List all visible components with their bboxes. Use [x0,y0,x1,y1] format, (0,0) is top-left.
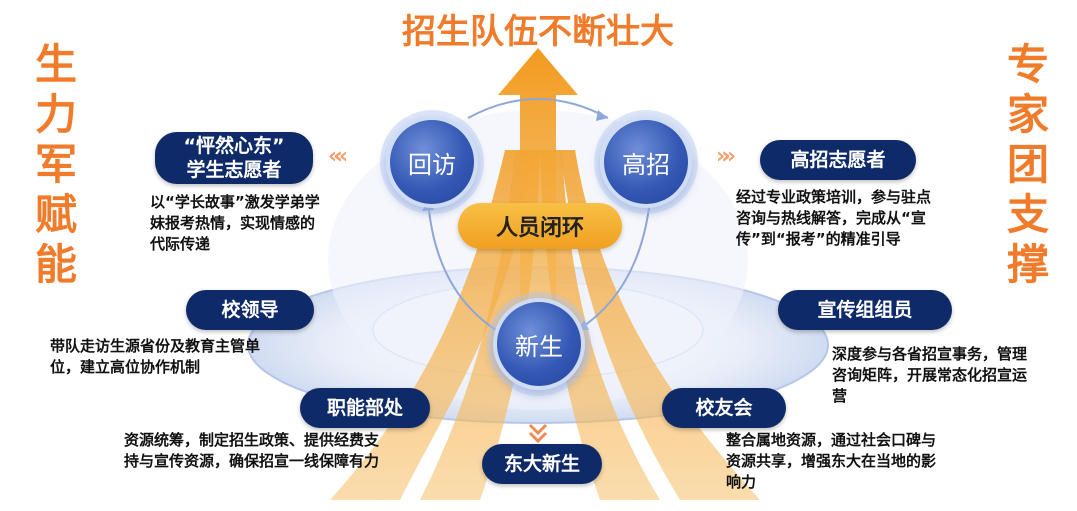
cycle-arc-top [467,98,609,119]
left-chevron-icon: « « [328,144,348,169]
desc-alumni: 整合属地资源，通过社会口碑与资源共享，增强东大在当地的影响力 [726,431,937,491]
cycle-arc-left [427,199,497,331]
pill-alumni: 校友会 [662,388,786,428]
node-visit-label: 回访 [408,150,456,179]
right-chevron-icon: » » [716,144,736,169]
desc-publicity-team: 深度参与各省招宣事务，管理咨询矩阵，开展常态化招宣运营 [832,345,1028,405]
desc-school-leaders: 带队走访生源省份及教育主管单位，建立高位协作机制 [50,337,261,376]
down-chevron-icon [528,423,548,444]
node-new: 新生 [493,298,585,390]
desc-student-volunteer: 以“学长故事”激发学弟学妹报考热情，实现情感的代际传递 [150,193,320,253]
pill-functional-dept: 职能部处 [300,388,430,428]
up-arrow [498,48,578,320]
pill-high-volunteer: 高招志愿者 [760,140,916,180]
pill-student-volunteer-line2: 学生志愿者 [186,159,282,181]
pill-school-leaders: 校领导 [186,290,314,330]
node-visit: 回访 [386,116,478,208]
diagram-title: 招生队伍不断壮大 [402,12,674,52]
node-high-label: 高招 [622,150,670,179]
pill-publicity-team: 宣传组组员 [778,290,952,330]
node-new-label: 新生 [515,332,563,361]
beam-left [330,150,530,500]
pill-new-students: 东大新生 [482,444,602,484]
left-vertical-heading: 生力军赋能 [34,40,77,289]
node-high: 高招 [600,116,692,208]
right-vertical-heading: 专家团支撑 [1006,40,1049,289]
desc-high-volunteer: 经过专业政策培训，参与驻点咨询与热线解答，完成从“宣传”到“报考”的精准引导 [736,188,932,248]
pill-student-volunteer-line1: “怦然心东” [183,135,285,157]
cycle-arc-right [577,199,651,331]
center-pill: 人员闭环 [458,203,622,249]
beam-right [560,150,760,500]
pill-student-volunteer: “怦然心东” 学生志愿者 [155,132,313,184]
desc-functional-dept: 资源统筹，制定招生政策、提供经费支持与宣传资源，确保招宣一线保障有力 [124,431,380,470]
